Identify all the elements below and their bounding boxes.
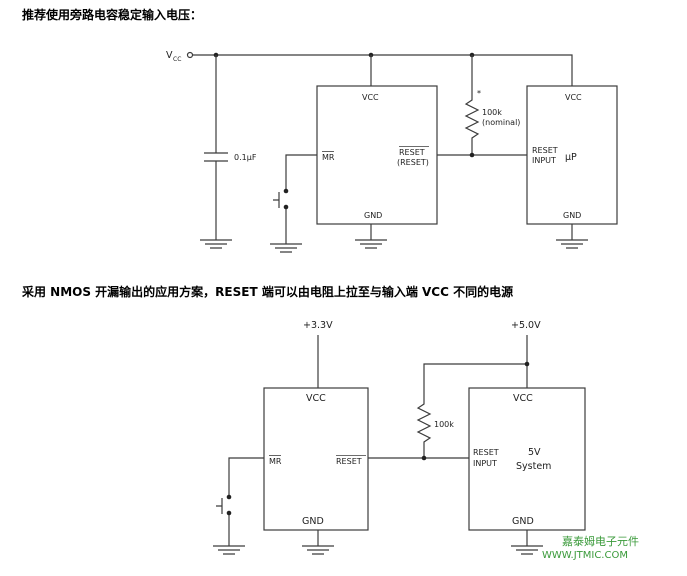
supply-3v3-label: +3.3V: [303, 320, 333, 331]
ground-icon: [270, 243, 302, 253]
junction-dot: [421, 455, 427, 461]
button-contact: [283, 204, 289, 210]
vcc-terminal: [186, 51, 194, 59]
ground-icon: [302, 530, 334, 555]
micro-reset-pin: RESET: [532, 146, 558, 155]
supply-5v-label: +5.0V: [511, 320, 541, 331]
button-contact: [226, 494, 232, 500]
supervisor-vcc-pin: VCC: [306, 393, 326, 404]
micro-vcc-pin: VCC: [565, 93, 582, 102]
resistor-nominal: (nominal): [482, 118, 520, 127]
ground-icon: [511, 530, 543, 555]
button-contact: [283, 188, 289, 194]
heading-bypass-capacitor: 推荐使用旁路电容稳定输入电压：: [22, 8, 203, 22]
pullup-resistor: [464, 55, 480, 155]
resistor-label: 100k: [434, 420, 454, 429]
micro-gnd-pin: GND: [563, 211, 581, 220]
ground-icon: [200, 239, 232, 249]
system-5v: [468, 387, 586, 531]
supervisor-gnd-pin: GND: [364, 211, 382, 220]
heading-nmos-open-drain: 采用 NMOS 开漏输出的应用方案，RESET 端可以由电阻上拉至与输入端 VC…: [22, 285, 514, 299]
system-name-5v: 5V: [528, 447, 541, 458]
ground-icon: [355, 224, 387, 249]
ground-icon: [556, 224, 588, 249]
top-circuit: V CC 0.1μF VCC MR RESET (RESET) GND * 10…: [166, 50, 618, 253]
supervisor-mr-pin: MR: [322, 153, 335, 162]
supervisor-reset-pin: RESET: [336, 457, 362, 466]
system-input-pin: INPUT: [473, 459, 497, 468]
supervisor-gnd-pin: GND: [302, 516, 324, 527]
watermark-url: WWW.JTMIC.COM: [542, 550, 628, 561]
microprocessor: [526, 85, 618, 225]
mr-wire: [228, 457, 264, 546]
ground-icon: [213, 545, 245, 555]
system-reset-pin: RESET: [473, 448, 499, 457]
vcc-source-subscript: CC: [173, 56, 181, 63]
junction-dot: [469, 152, 475, 158]
vcc-source-label: V: [166, 50, 173, 61]
system-gnd-pin: GND: [512, 516, 534, 527]
mr-wire: [285, 154, 317, 244]
resistor-label: 100k: [482, 108, 502, 117]
bypass-capacitor: [204, 55, 228, 240]
bottom-circuit: +3.3V +5.0V VCC MR RESET GND 100k VCC RE…: [213, 320, 586, 555]
micro-input-pin: INPUT: [532, 156, 556, 165]
supervisor-reset-alt-pin: (RESET): [397, 158, 429, 167]
push-button-icon: [216, 498, 223, 514]
supervisor-vcc-pin: VCC: [362, 93, 379, 102]
button-contact: [226, 510, 232, 516]
junction-dot: [524, 361, 530, 367]
supervisor-reset-pin: RESET: [399, 148, 425, 157]
push-button-icon: [273, 192, 280, 208]
resistor-star: *: [477, 89, 481, 98]
watermark-company: 嘉泰姆电子元件: [562, 534, 639, 548]
supervisor-ic: [263, 387, 369, 531]
system-name: System: [516, 461, 551, 472]
capacitor-label: 0.1μF: [234, 153, 257, 162]
supervisor-mr-pin: MR: [269, 457, 282, 466]
micro-name: μP: [565, 152, 577, 163]
pullup-resistor: [416, 363, 527, 458]
system-vcc-pin: VCC: [513, 393, 533, 404]
vcc-rail: [192, 54, 573, 86]
